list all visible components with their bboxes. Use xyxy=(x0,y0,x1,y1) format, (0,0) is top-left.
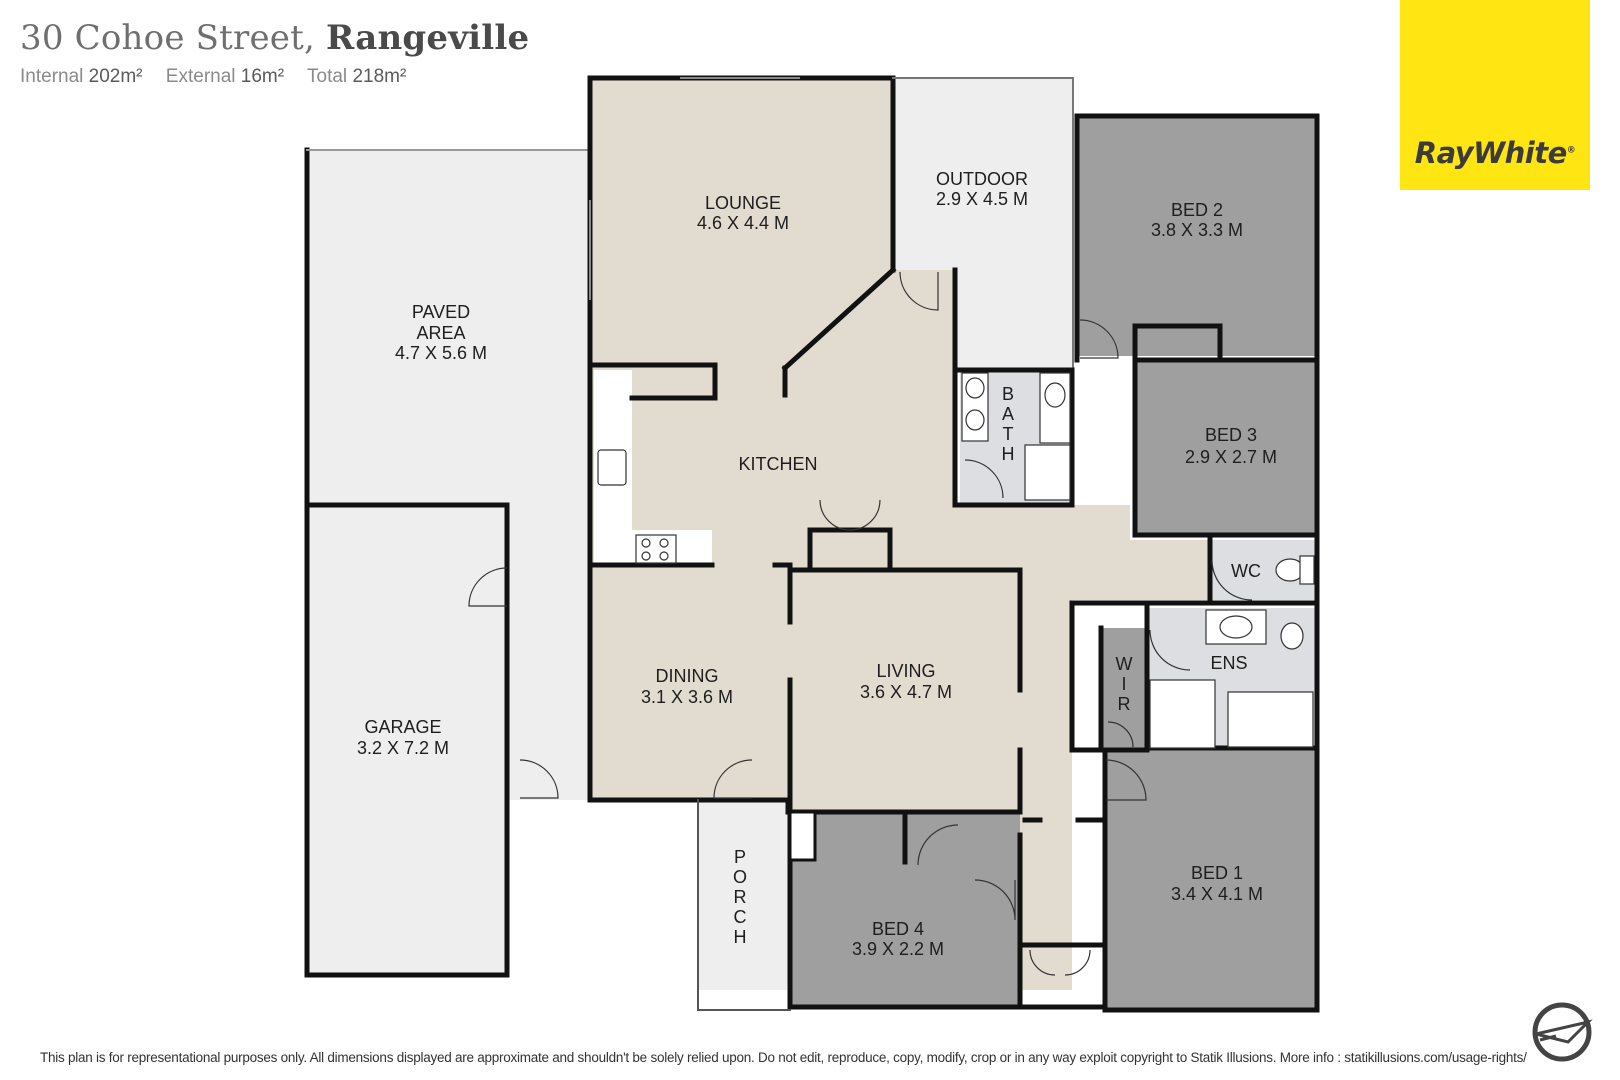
paved-dims: 4.7 X 5.6 M xyxy=(395,343,487,363)
street-text: 30 Cohoe Street, xyxy=(20,18,315,58)
paved-area-fill xyxy=(307,150,590,505)
wc-label: WC xyxy=(1231,561,1261,581)
paved-label-2: AREA xyxy=(416,323,465,343)
walls xyxy=(304,75,1320,1013)
suburb-text: Rangeville xyxy=(326,18,530,58)
porch-letter-r: R xyxy=(734,887,747,907)
property-address: 30 Cohoe Street, Rangeville xyxy=(20,18,529,58)
disclaimer-text: This plan is for representational purpos… xyxy=(40,1050,1527,1065)
wir-letter-r: R xyxy=(1118,694,1131,714)
doors-fixtures xyxy=(468,77,1315,976)
logo-text: RayWhite® xyxy=(1414,136,1576,170)
bath-letter-h: H xyxy=(1002,444,1015,464)
internal-label: Internal xyxy=(20,66,84,87)
porch-letter-p: P xyxy=(734,847,746,867)
total-value: 218m² xyxy=(352,66,407,87)
bed4-label: BED 4 xyxy=(872,919,924,939)
bed2-dims: 3.8 X 3.3 M xyxy=(1151,220,1243,240)
bath-letter-t: T xyxy=(1003,424,1014,444)
bed3-label: BED 3 xyxy=(1205,425,1257,445)
living-label: LIVING xyxy=(876,661,935,681)
room-labels: PAVED AREA 4.7 X 5.6 M LOUNGE 4.6 X 4.4 … xyxy=(357,169,1277,959)
outdoor-label: OUTDOOR xyxy=(936,169,1028,189)
dining-label: DINING xyxy=(656,666,719,686)
porch-letter-c: C xyxy=(734,907,747,927)
porch-letter-h: H xyxy=(734,927,747,947)
external-value: 16m² xyxy=(240,66,285,87)
kitchen-label: KITCHEN xyxy=(738,454,817,474)
dining-dims: 3.1 X 3.6 M xyxy=(641,687,733,707)
external-label: External xyxy=(165,66,236,87)
driveway-strip xyxy=(507,505,590,800)
wir-fill xyxy=(1101,628,1147,750)
ens-label: ENS xyxy=(1210,653,1247,673)
porch-letter-o: O xyxy=(733,867,747,887)
total-label: Total xyxy=(307,66,348,87)
bed4-dims: 3.9 X 2.2 M xyxy=(852,939,944,959)
bed2-label: BED 2 xyxy=(1171,200,1223,220)
bath-letter-a: A xyxy=(1002,404,1014,424)
main-living-zone-fill xyxy=(590,78,1210,990)
lounge-dims: 4.6 X 4.4 M xyxy=(697,213,789,233)
bed2-fill xyxy=(1077,116,1317,356)
garage-fill xyxy=(307,505,507,975)
lounge-label: LOUNGE xyxy=(705,193,781,213)
bed3-dims: 2.9 X 2.7 M xyxy=(1185,447,1277,467)
bed1-label: BED 1 xyxy=(1191,863,1243,883)
wir-letter-i: I xyxy=(1121,674,1126,694)
room-fills xyxy=(307,78,1317,1010)
porch-fill xyxy=(698,800,788,990)
bed1-dims: 3.4 X 4.1 M xyxy=(1171,884,1263,904)
garage-label: GARAGE xyxy=(364,717,441,737)
area-summary: Internal 202m² External 16m² Total 218m² xyxy=(20,66,406,88)
raywhite-logo: RayWhite® xyxy=(1400,0,1590,190)
wir-letter-w: W xyxy=(1116,654,1133,674)
garage-dims: 3.2 X 7.2 M xyxy=(357,738,449,758)
compass-logo-icon xyxy=(1532,1002,1593,1062)
living-dims: 3.6 X 4.7 M xyxy=(860,682,952,702)
bed1-fill xyxy=(1105,750,1317,1010)
paved-label-1: PAVED xyxy=(412,302,470,322)
bath-letter-b: B xyxy=(1002,384,1014,404)
outdoor-dims: 2.9 X 4.5 M xyxy=(936,189,1028,209)
bed3-fill xyxy=(1135,360,1317,535)
internal-value: 202m² xyxy=(88,66,143,87)
